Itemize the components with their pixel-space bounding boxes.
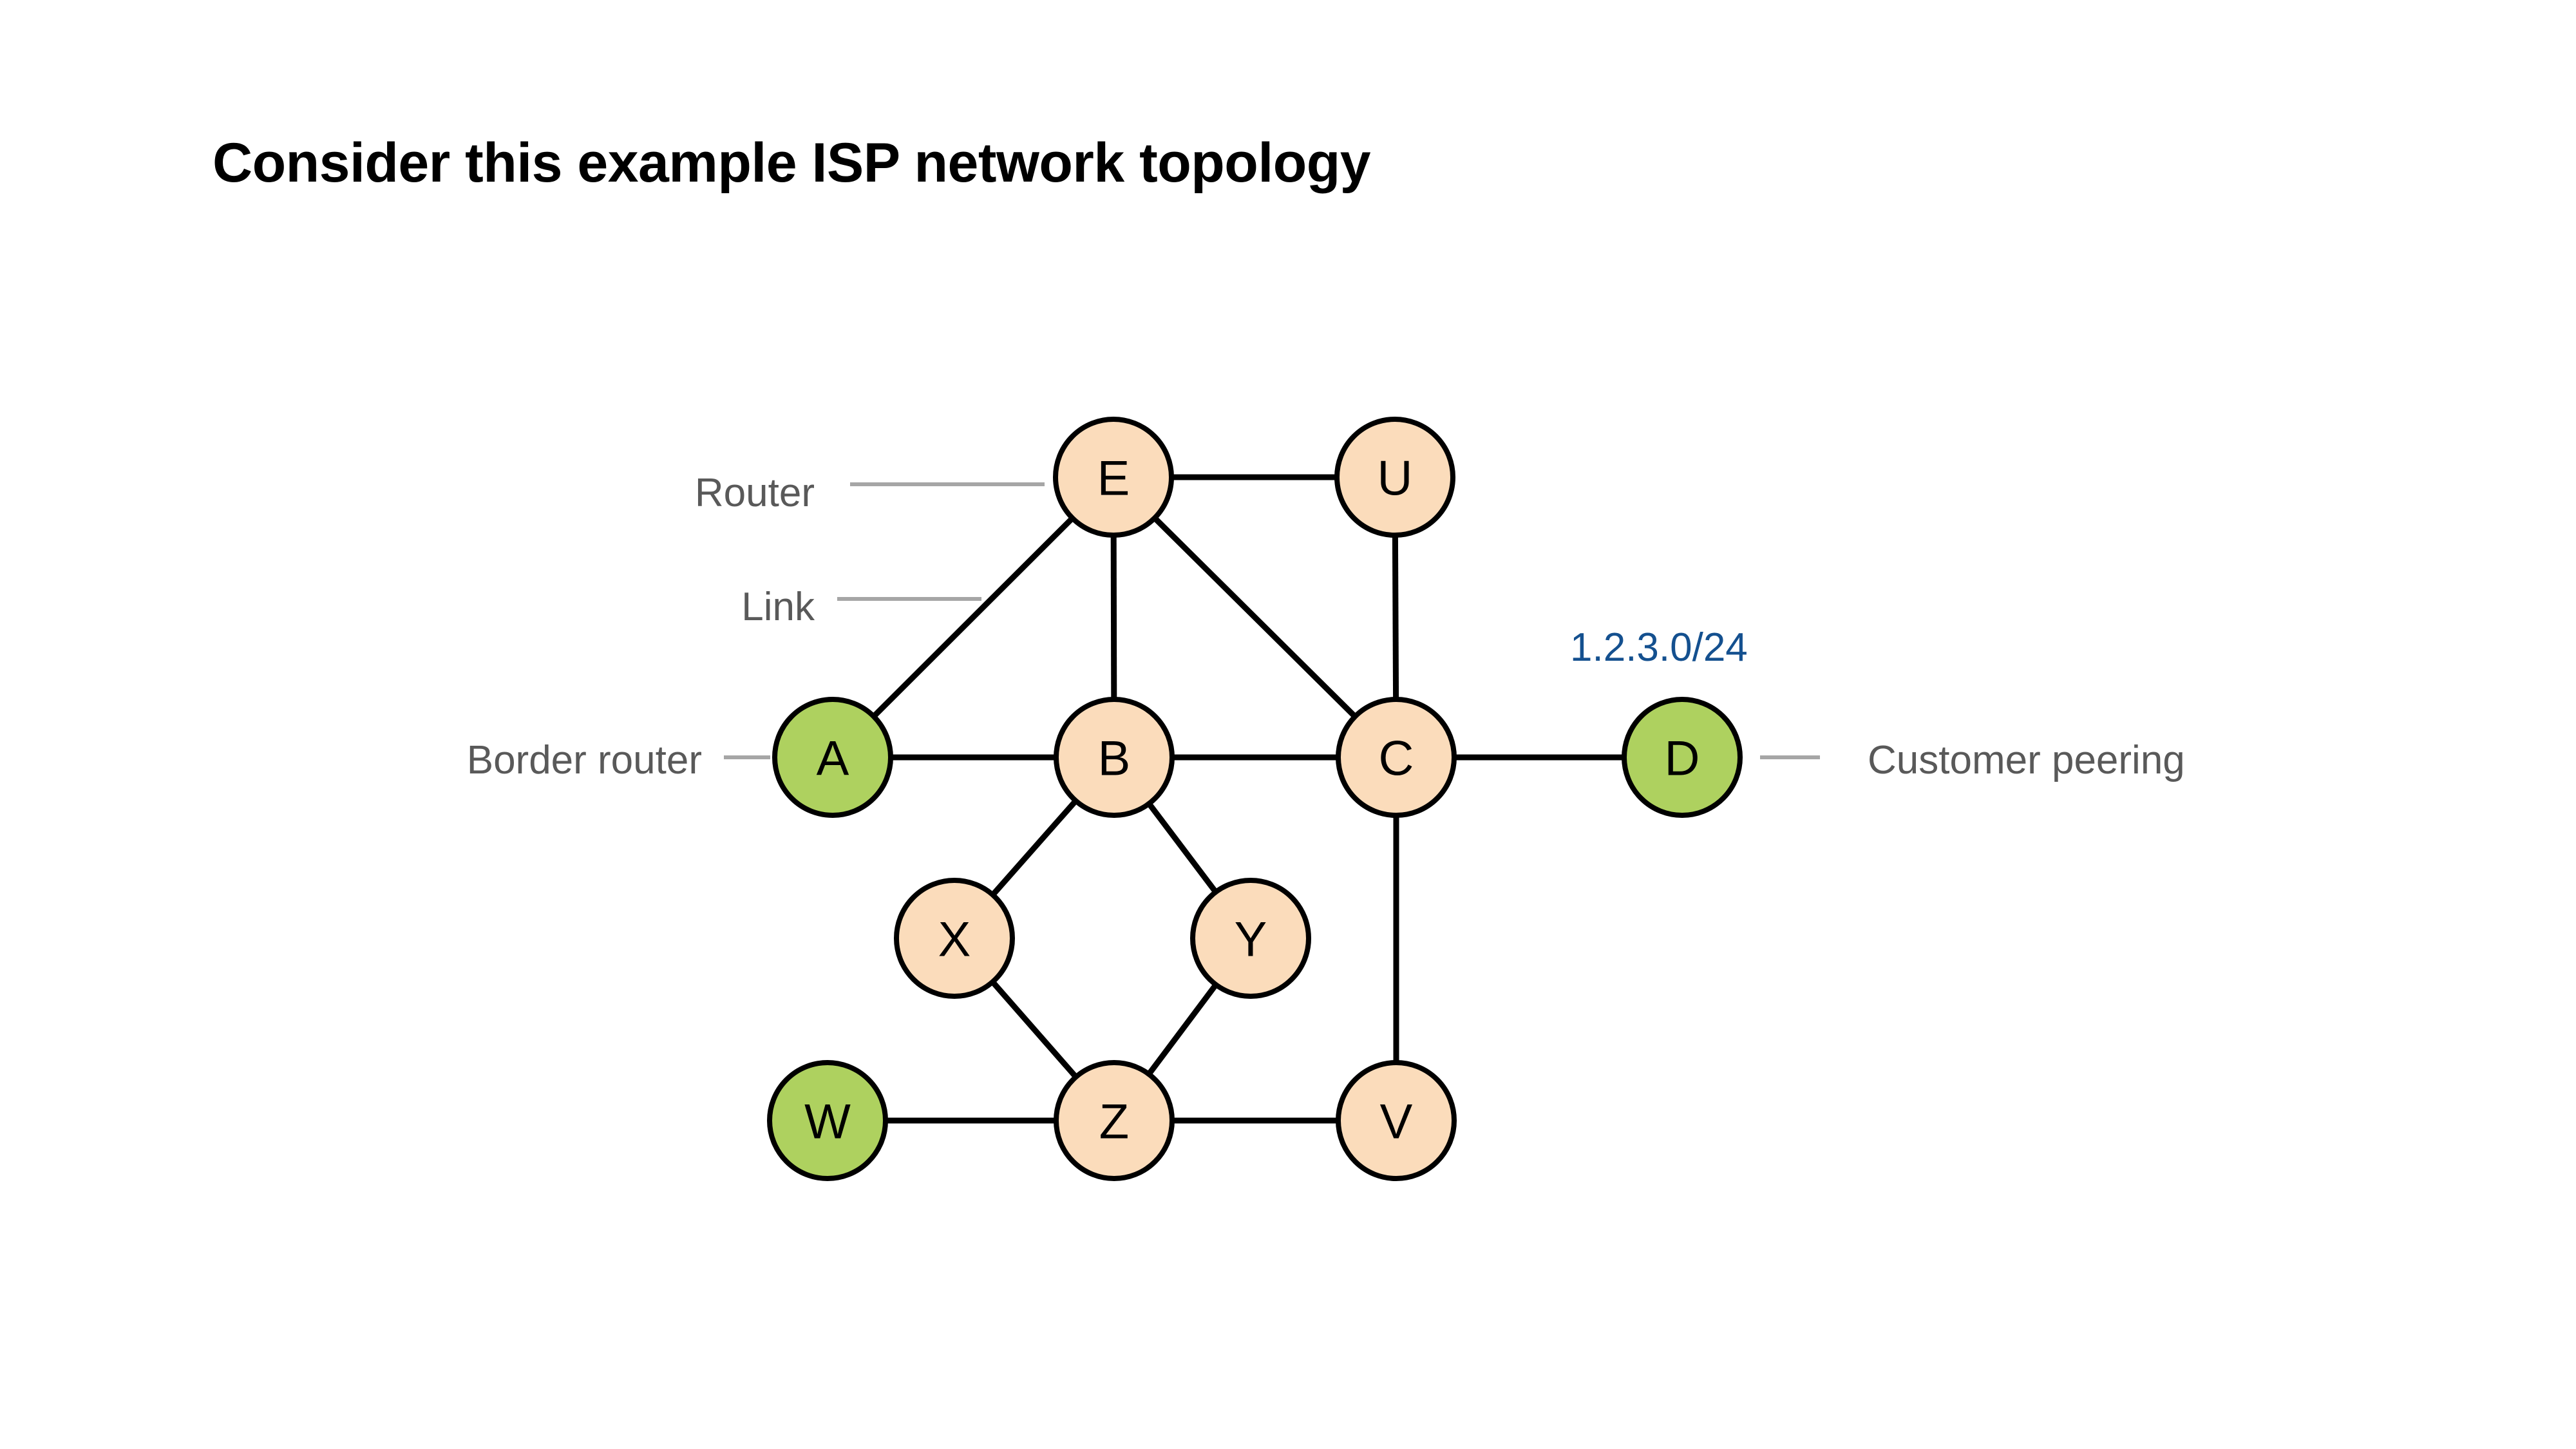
topology-node-U[interactable]: U xyxy=(1334,417,1455,538)
topology-node-Z[interactable]: Z xyxy=(1054,1060,1175,1181)
prefix-label-1-2-3-0-24: 1.2.3.0/24 xyxy=(1570,625,1748,670)
node-label-D: D xyxy=(1665,732,1700,786)
annotation-customer-peering: Customer peering xyxy=(1868,738,2185,782)
node-label-E: E xyxy=(1097,451,1130,506)
node-circle-A[interactable] xyxy=(772,697,893,818)
node-circle-V[interactable] xyxy=(1336,1060,1457,1181)
node-circle-E[interactable] xyxy=(1053,417,1174,538)
node-circle-Y[interactable] xyxy=(1190,878,1311,999)
node-label-W: W xyxy=(804,1095,851,1150)
topology-node-D[interactable]: D xyxy=(1622,697,1743,818)
topology-edge-Y-Z[interactable] xyxy=(1144,980,1221,1079)
topology-edge-E-A[interactable] xyxy=(869,513,1077,721)
node-label-Y: Y xyxy=(1235,913,1267,967)
topology-node-X[interactable]: X xyxy=(894,878,1015,999)
topology-node-A[interactable]: A xyxy=(772,697,893,818)
node-circle-D[interactable] xyxy=(1622,697,1743,818)
edge-layer xyxy=(869,474,1628,1124)
node-label-B: B xyxy=(1098,732,1131,786)
topology-edge-B-X[interactable] xyxy=(988,796,1081,900)
topology-node-E[interactable]: E xyxy=(1053,417,1174,538)
leader-line-layer xyxy=(724,482,1820,759)
topology-node-Y[interactable]: Y xyxy=(1190,878,1311,999)
node-label-U: U xyxy=(1378,451,1413,506)
topology-node-C[interactable]: C xyxy=(1336,697,1457,818)
node-label-C: C xyxy=(1379,732,1414,786)
topology-node-B[interactable]: B xyxy=(1054,697,1175,818)
annotation-router: Router xyxy=(694,471,815,515)
node-layer: E U A B C D X Y W Z V xyxy=(767,417,1743,1181)
topology-edge-U-C[interactable] xyxy=(1392,531,1399,704)
node-circle-X[interactable] xyxy=(894,878,1015,999)
topology-node-W[interactable]: W xyxy=(767,1060,888,1181)
page-title: Consider this example ISP network topolo… xyxy=(213,132,1371,194)
node-circle-Z[interactable] xyxy=(1054,1060,1175,1181)
node-label-A: A xyxy=(817,732,849,786)
node-circle-U[interactable] xyxy=(1334,417,1455,538)
node-circle-C[interactable] xyxy=(1336,697,1457,818)
node-label-V: V xyxy=(1380,1095,1413,1150)
node-label-X: X xyxy=(938,913,971,967)
topology-edge-E-B[interactable] xyxy=(1110,531,1117,704)
annotation-border-router: Border router xyxy=(466,738,702,782)
node-label-Z: Z xyxy=(1099,1095,1129,1150)
node-circle-W[interactable] xyxy=(767,1060,888,1181)
topology-edge-E-C[interactable] xyxy=(1150,513,1360,722)
topology-node-V[interactable]: V xyxy=(1336,1060,1457,1181)
annotation-link: Link xyxy=(741,585,815,629)
topology-edge-X-Z[interactable] xyxy=(987,977,1081,1082)
node-circle-B[interactable] xyxy=(1054,697,1175,818)
topology-edge-B-Y[interactable] xyxy=(1144,799,1221,897)
